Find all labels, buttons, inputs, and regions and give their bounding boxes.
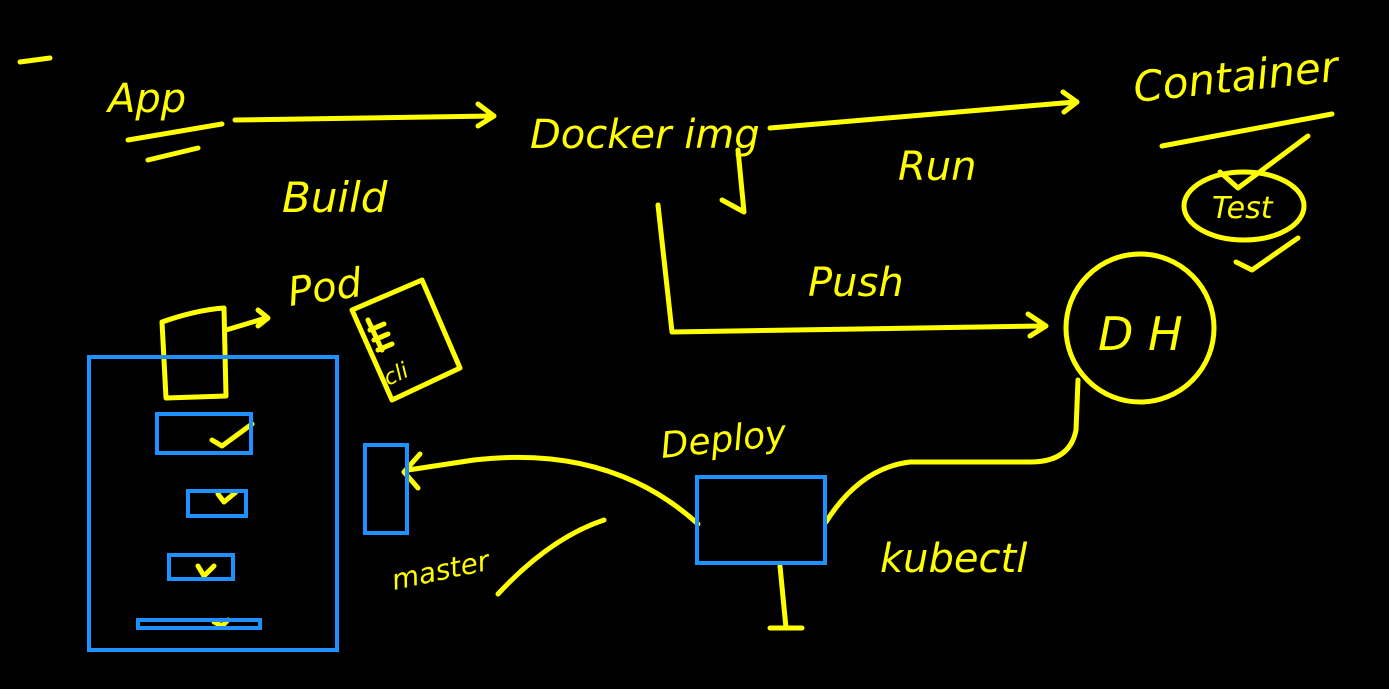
node-box-2 xyxy=(186,489,248,518)
label-build: Build xyxy=(282,173,388,222)
node-box-4 xyxy=(136,618,262,630)
arrow-run xyxy=(767,89,1080,131)
container-underline xyxy=(1159,111,1335,149)
app-underline xyxy=(125,121,225,163)
test-tick-bottom xyxy=(1233,235,1301,273)
label-docker-img: Docker img xyxy=(530,112,760,158)
test-tick-top xyxy=(1217,133,1311,191)
pod-box xyxy=(159,305,229,401)
arrow-deploy xyxy=(401,451,701,527)
cluster-frame xyxy=(87,355,339,652)
label-pod: Pod xyxy=(285,260,365,316)
label-app: App xyxy=(105,76,186,122)
label-kubectl: kubectl xyxy=(880,536,1027,582)
test-circle xyxy=(1181,169,1307,243)
docker-hook xyxy=(719,147,747,215)
label-dh: D H xyxy=(1098,307,1183,361)
node-box-1 xyxy=(155,412,253,455)
tick-3 xyxy=(195,563,217,579)
label-push: Push xyxy=(808,260,904,306)
master-box xyxy=(363,443,409,535)
label-run: Run xyxy=(898,144,977,190)
pod-arrow xyxy=(223,307,271,333)
label-container: Container xyxy=(1131,41,1343,111)
arrow-build xyxy=(232,101,497,129)
arrow-push xyxy=(655,202,1049,339)
kubectl-box xyxy=(695,475,827,565)
corner-mark xyxy=(17,55,53,65)
label-test: Test xyxy=(1212,191,1274,226)
label-deploy: Deploy xyxy=(659,413,789,467)
node-box-3 xyxy=(167,553,235,581)
cli-paper xyxy=(349,277,463,403)
label-master: master xyxy=(389,544,494,597)
dh-circle xyxy=(1063,251,1217,405)
tick-2 xyxy=(215,489,239,505)
curve-stroke xyxy=(495,517,607,597)
tick-1 xyxy=(209,421,255,449)
line-dh-to-kubectl xyxy=(823,377,1081,525)
stand-stem xyxy=(767,563,805,631)
cli-lines xyxy=(365,317,395,353)
